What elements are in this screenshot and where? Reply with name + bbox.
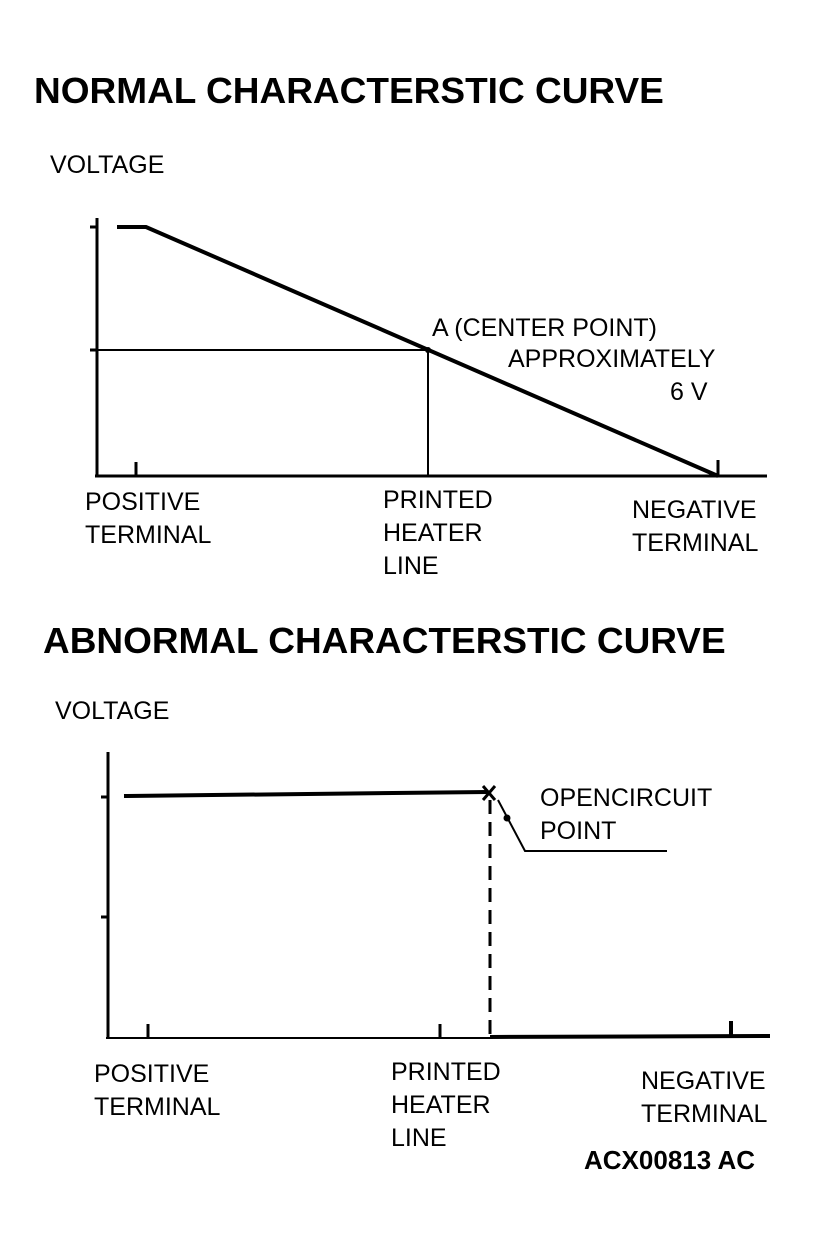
abnormal-low-voltage-line xyxy=(489,1034,771,1039)
open-circuit-point-label: OPENCIRCUIT POINT xyxy=(540,784,713,845)
normal-chart xyxy=(90,218,767,478)
normal-center-value: 6 V xyxy=(670,378,708,406)
normal-x-label-negative: NEGATIVE TERMINAL xyxy=(632,496,759,557)
open-circuit-leader-dot xyxy=(503,814,511,822)
abnormal-x-label-printed: PRINTED HEATER LINE xyxy=(391,1058,501,1152)
abnormal-curve-title: ABNORMAL CHARACTERSTIC CURVE xyxy=(43,620,726,661)
abnormal-chart xyxy=(101,752,771,1039)
abnormal-x-label-positive: POSITIVE TERMINAL xyxy=(94,1060,221,1121)
normal-curve-title: NORMAL CHARACTERSTIC CURVE xyxy=(34,70,664,111)
normal-center-note: APPROXIMATELY xyxy=(508,345,716,373)
abnormal-x-label-negative: NEGATIVE TERMINAL xyxy=(641,1067,768,1128)
normal-voltage-curve xyxy=(117,225,719,478)
normal-center-point-label: A (CENTER POINT) xyxy=(432,314,658,342)
normal-x-label-positive: POSITIVE TERMINAL xyxy=(85,488,212,549)
normal-x-label-printed: PRINTED HEATER LINE xyxy=(383,486,493,580)
figure-code: ACX00813 AC xyxy=(584,1145,756,1175)
normal-y-axis-label: VOLTAGE xyxy=(50,151,165,179)
abnormal-y-axis-label: VOLTAGE xyxy=(55,697,170,725)
normal-center-point-marker xyxy=(425,347,431,353)
open-circuit-marker-b xyxy=(481,785,497,801)
abnormal-high-voltage-line xyxy=(123,790,489,798)
